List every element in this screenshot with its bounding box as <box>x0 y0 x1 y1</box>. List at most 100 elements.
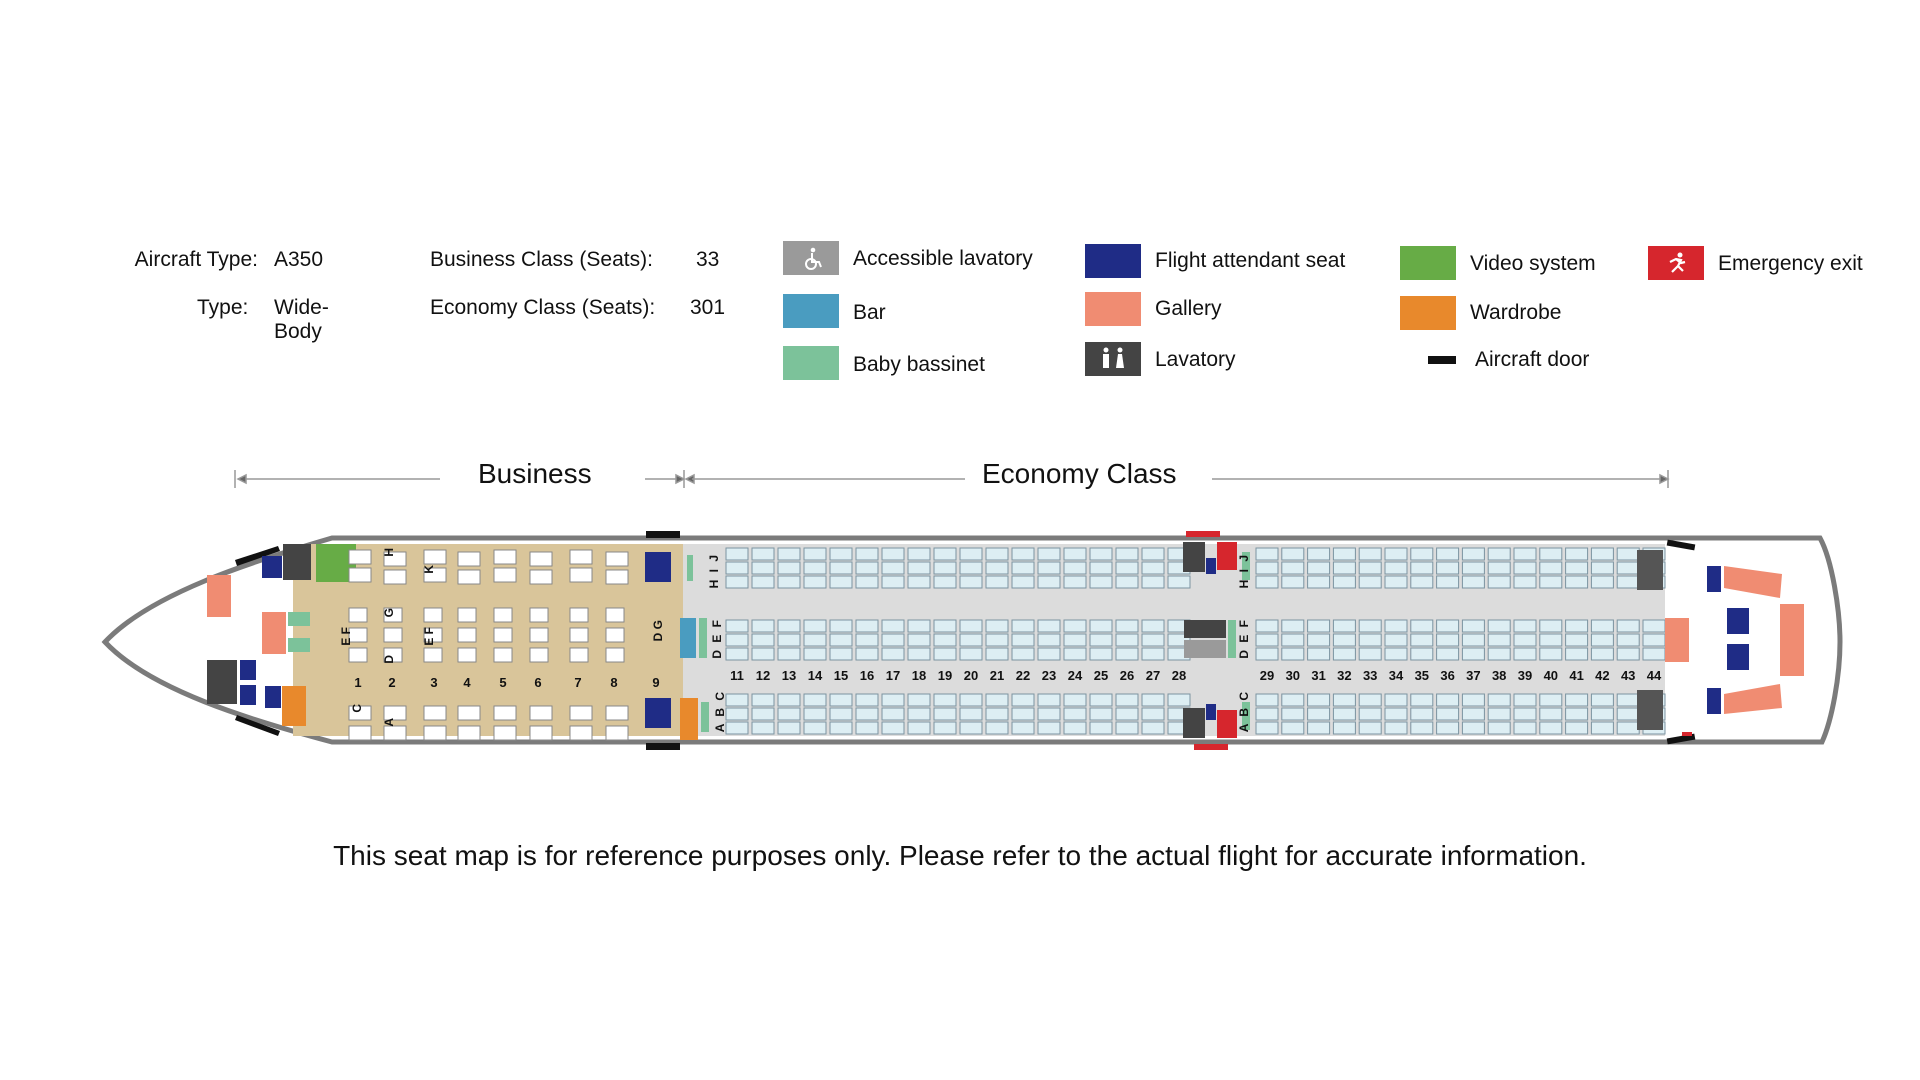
economy-seat <box>907 721 931 735</box>
economy-seat <box>959 721 983 735</box>
fa-seat-aft-2 <box>1707 688 1721 714</box>
aircraft-door-swatch <box>1428 356 1456 364</box>
economy-seat <box>1332 561 1356 575</box>
economy-seat <box>985 547 1009 561</box>
economy-row-number: 18 <box>911 668 927 683</box>
business-seat <box>493 607 513 623</box>
economy-seat <box>725 547 749 561</box>
economy-seat <box>1410 619 1434 633</box>
business-seat <box>493 549 517 565</box>
type-label: Type: <box>197 296 249 319</box>
front-lavatory-lower <box>207 660 237 704</box>
economy-seat <box>1255 547 1279 561</box>
business-seat <box>423 549 447 565</box>
business-seat <box>383 725 407 741</box>
economy-seat <box>985 619 1009 633</box>
economy-seat <box>985 721 1009 735</box>
economy-seat <box>1063 547 1087 561</box>
biz-letter-c: C <box>350 704 364 713</box>
economy-seat <box>1590 647 1614 661</box>
business-seat <box>423 567 447 583</box>
economy-seat <box>1565 575 1589 589</box>
accessible-lavatory-label: Accessible lavatory <box>853 247 1033 270</box>
economy-seat <box>1011 561 1035 575</box>
economy-seat <box>725 619 749 633</box>
economy-seat <box>1281 707 1305 721</box>
economy-seat <box>1358 561 1382 575</box>
economy-seat <box>1590 547 1614 561</box>
economy-seat <box>1089 633 1113 647</box>
business-seat <box>529 725 553 741</box>
economy-seat <box>1590 707 1614 721</box>
biz-letters-ef-1: E F <box>339 627 353 646</box>
business-seat <box>348 567 372 583</box>
economy-seat <box>1410 561 1434 575</box>
economy-seat <box>1487 561 1511 575</box>
business-row-number: 9 <box>652 675 660 690</box>
economy-seat <box>1115 647 1139 661</box>
economy-seat <box>1436 707 1460 721</box>
economy-seat <box>933 633 957 647</box>
economy-seat <box>1642 647 1666 661</box>
economy-seat <box>1063 561 1087 575</box>
section-business-label: Business <box>478 458 592 489</box>
economy-seat <box>1513 575 1537 589</box>
biz-letters-ef-3: E F <box>422 627 436 646</box>
economy-row-number: 24 <box>1067 668 1083 683</box>
economy-seat <box>1384 575 1408 589</box>
economy-seat <box>1513 619 1537 633</box>
aft-gallery-upper <box>1724 566 1782 598</box>
business-seat <box>348 607 368 623</box>
aircraft-type-label: Aircraft Type: <box>134 248 258 271</box>
business-seat <box>605 647 625 663</box>
economy-seat <box>777 547 801 561</box>
business-seat <box>457 705 481 721</box>
business-seat <box>529 607 549 623</box>
fa-seat-biz-2 <box>645 698 671 728</box>
economy-seat <box>1590 619 1614 633</box>
economy-seat <box>1384 619 1408 633</box>
economy-seat <box>777 633 801 647</box>
economy-seat <box>1487 693 1511 707</box>
front-wardrobe <box>282 686 306 726</box>
economy-seat <box>1487 547 1511 561</box>
economy-seat <box>1141 619 1165 633</box>
economy-seat <box>907 547 931 561</box>
economy-row-number: 16 <box>859 668 875 683</box>
business-seat <box>457 569 481 585</box>
mid-lavatory-lower <box>1183 708 1205 738</box>
economy-seat <box>1141 693 1165 707</box>
economy-row-number: 41 <box>1569 668 1584 683</box>
business-seat <box>383 647 403 663</box>
aft-gallery-center <box>1665 618 1689 662</box>
economy-seat <box>1513 693 1537 707</box>
economy-seat <box>1281 633 1305 647</box>
economy-seat <box>907 619 931 633</box>
baby-bassinet-label: Baby bassinet <box>853 353 985 376</box>
economy-seat <box>751 561 775 575</box>
economy-seat <box>1037 575 1061 589</box>
emergency-exit-icon <box>1669 252 1686 273</box>
business-seat <box>493 647 513 663</box>
economy-seat <box>1616 693 1640 707</box>
fa-seat-fwd-4 <box>265 686 281 708</box>
economy-seat <box>829 647 853 661</box>
economy-seat <box>1307 721 1331 735</box>
economy-seat <box>1358 721 1382 735</box>
economy-seat <box>1358 633 1382 647</box>
economy-seat <box>1011 633 1035 647</box>
economy-row-number: 15 <box>833 668 849 683</box>
aircraft-door-label: Aircraft door <box>1475 348 1590 371</box>
economy-seat <box>1565 633 1589 647</box>
economy-seat <box>985 693 1009 707</box>
eco-letters-abc-rear: A B C <box>1237 690 1251 733</box>
economy-row-number: 36 <box>1440 668 1455 683</box>
economy-seat <box>1115 547 1139 561</box>
economy-seat <box>907 647 931 661</box>
business-seat <box>348 705 372 721</box>
aft-lavatory-lower <box>1637 690 1663 730</box>
economy-seat <box>881 619 905 633</box>
biz-letter-a: A <box>382 718 396 727</box>
economy-seat <box>1358 647 1382 661</box>
